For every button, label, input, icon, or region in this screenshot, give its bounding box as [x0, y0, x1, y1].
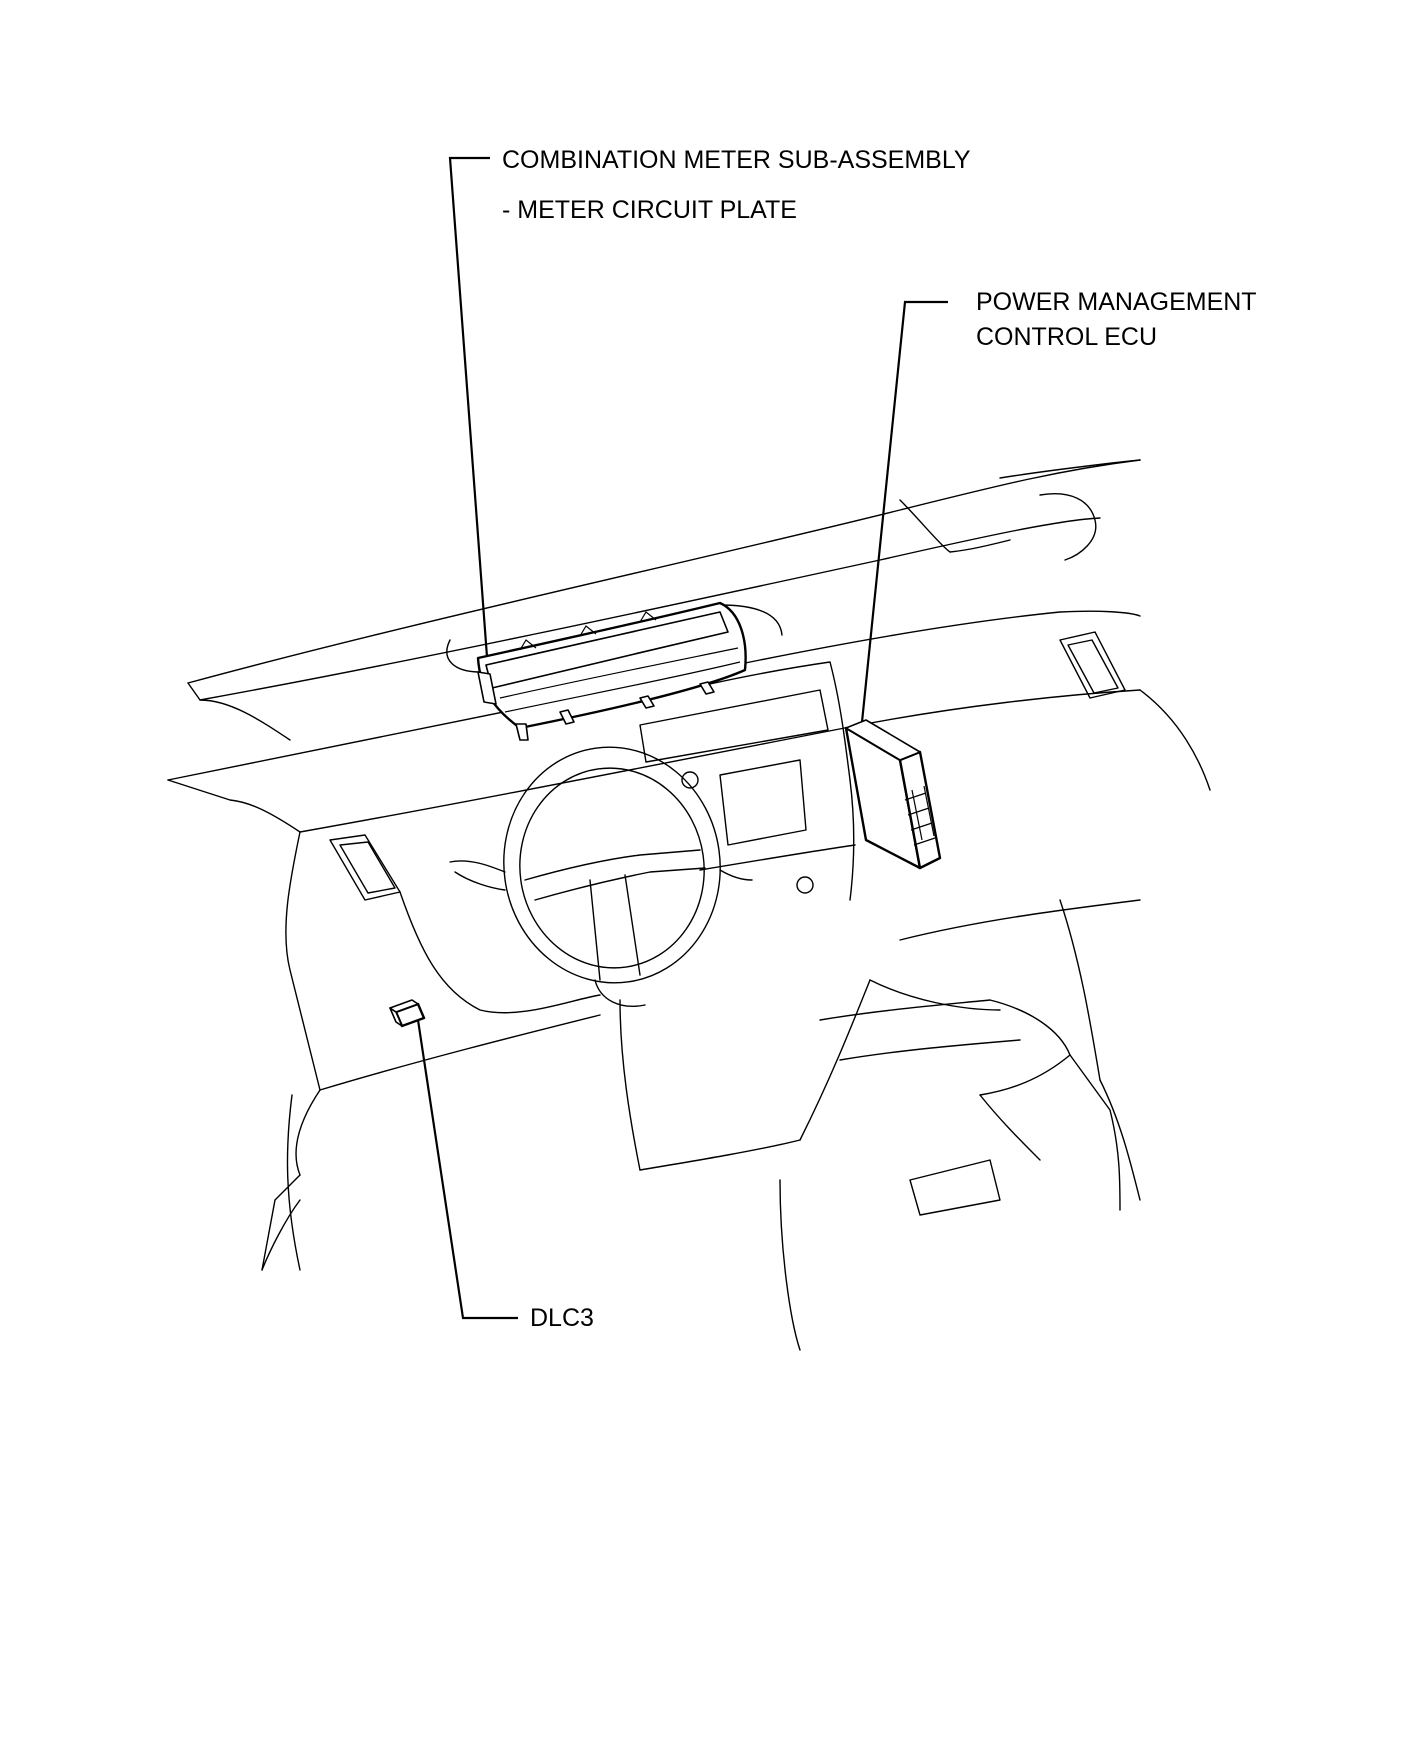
power-management-leader [860, 300, 948, 723]
combination-meter-label: COMBINATION METER SUB-ASSEMBLY - METER C… [502, 141, 971, 229]
dlc3-label-text: DLC3 [530, 1304, 594, 1332]
combination-meter-label-line1: COMBINATION METER SUB-ASSEMBLY [502, 146, 971, 174]
power-management-ecu-part [844, 719, 942, 870]
combination-meter-label-line2: - METER CIRCUIT PLATE [502, 196, 797, 224]
combination-meter-leader [448, 156, 490, 658]
combination-meter-part [446, 601, 783, 741]
steering-wheel [449, 746, 753, 1007]
leader-lines [416, 156, 948, 1320]
dlc3-leader [416, 1019, 518, 1320]
dashboard-outline [167, 459, 1211, 1351]
power-management-label-line1: POWER MANAGEMENT [976, 288, 1257, 316]
power-management-label-line2: CONTROL ECU [976, 323, 1158, 351]
power-management-label: POWER MANAGEMENT CONTROL ECU [976, 285, 1257, 355]
dlc3-label: DLC3 [530, 1299, 594, 1337]
